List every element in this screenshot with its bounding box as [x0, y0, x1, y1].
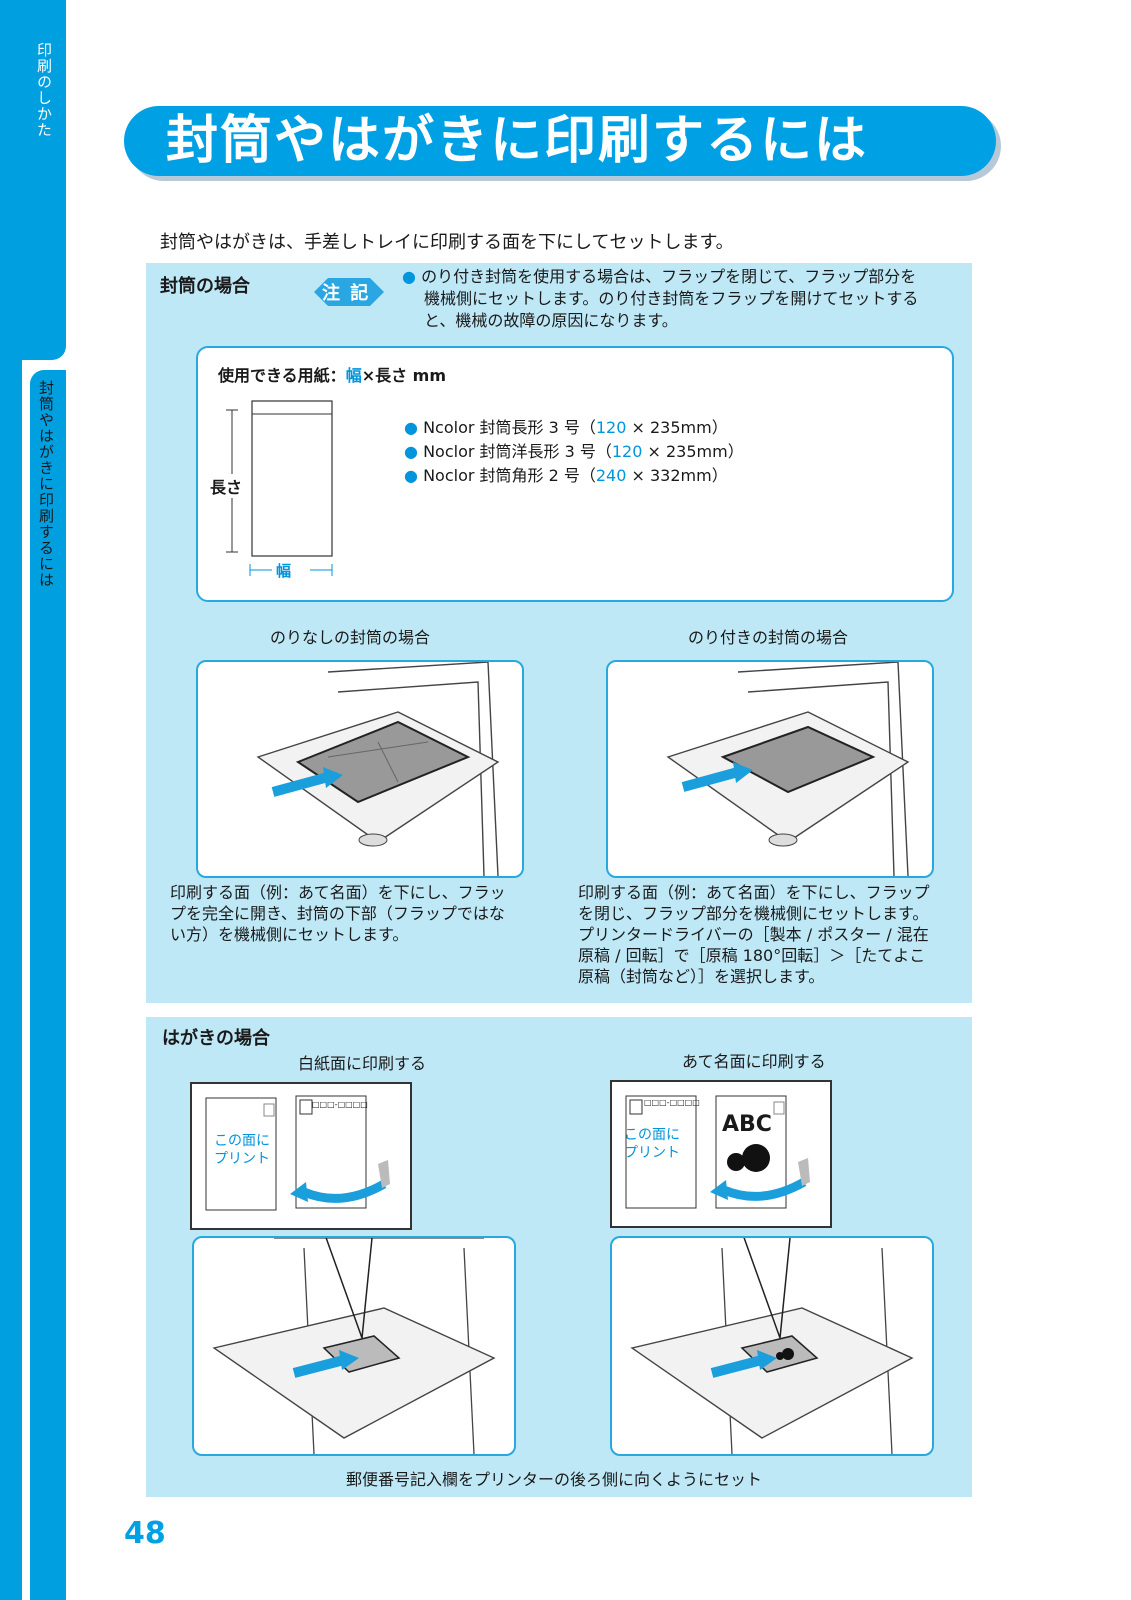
page-number: 48 [124, 1516, 166, 1551]
paper-size-title: 使用できる用紙：幅×長さ mm [218, 366, 447, 385]
postcard-heading: はがきの場合 [162, 1028, 270, 1049]
envelope-no-glue-illustration [196, 660, 524, 878]
note-badge-icon [314, 278, 384, 306]
sidebar-section-label: 印刷のしかた [35, 42, 53, 138]
printer-tray-icon [630, 1238, 914, 1454]
size-item: ● Ncolor 封筒長形 3 号（120 × 235mm） [404, 418, 728, 437]
sidebar-strip [0, 0, 22, 1600]
width-label: 幅 [276, 562, 292, 580]
print-here-label: この面にプリント [624, 1127, 680, 1161]
sidebar-topic-label: 封筒やはがきに印刷するには [37, 380, 55, 588]
postcard-flip-icon [625, 1095, 810, 1209]
page-title: 封筒やはがきに印刷するには [166, 111, 869, 171]
right-caption: のり付きの封筒の場合 [688, 628, 849, 647]
blank-side-diagram: □□□-□□□□ この面にプリント [190, 1082, 412, 1230]
note-line: のり付き封筒を使用する場合は、フラップを閉じて、フラップ部分を [421, 267, 917, 286]
left-description: 印刷する面（例：あて名面）を下にし、フラッ プを完全に開き、封筒の下部（フラップ… [170, 883, 506, 944]
title-banner [124, 106, 996, 176]
intro-text: 封筒やはがきは、手差しトレイに印刷する面を下にしてセットします。 [160, 232, 734, 253]
envelope-size-diagram [226, 400, 333, 576]
postcard-left-caption: 白紙面に印刷する [298, 1054, 427, 1073]
postcard-right-caption: あて名面に印刷する [682, 1052, 826, 1071]
sidebar-topic-tab [30, 370, 66, 1600]
printer-tray-icon [256, 662, 500, 876]
note-line: と、機械の故障の原因になります。 [424, 311, 678, 330]
postcard-address-tray-illustration [610, 1236, 934, 1456]
abc-sample: ABC [722, 1112, 772, 1137]
print-here-label: この面にプリント [214, 1133, 270, 1167]
size-item: ● Noclor 封筒洋長形 3 号（120 × 235mm） [404, 442, 744, 461]
printer-tray-icon [212, 1238, 496, 1454]
envelope-glue-illustration [606, 660, 934, 878]
postcard-flip-icon [205, 1095, 390, 1211]
note-badge-label: 注 記 [322, 283, 371, 304]
address-side-diagram: □□□-□□□□ この面にプリント ABC [610, 1080, 832, 1228]
bullet-icon: ● [402, 267, 416, 286]
right-description: 印刷する面（例：あて名面）を下にし、フラップ を閉じ、フラップ部分を機械側にセッ… [578, 883, 930, 986]
postal-code-box: □□□-□□□□ [312, 1100, 368, 1109]
printer-tray-icon [666, 662, 910, 876]
length-label: 長さ [210, 474, 243, 498]
postcard-footer-note: 郵便番号記入欄をプリンターの後ろ側に向くようにセット [346, 1470, 763, 1489]
note-text: ● のり付き封筒を使用する場合は、フラップを閉じて、フラップ部分を 機械側にセッ… [402, 266, 962, 332]
size-item: ● Noclor 封筒角形 2 号（240 × 332mm） [404, 466, 728, 485]
postcard-blank-tray-illustration [192, 1236, 516, 1456]
note-line: 機械側にセットします。のり付き封筒をフラップを開けてセットする [424, 289, 919, 308]
left-caption: のりなしの封筒の場合 [270, 628, 431, 647]
postal-code-box: □□□-□□□□ [644, 1098, 700, 1107]
paper-size-box [196, 346, 954, 602]
envelope-heading: 封筒の場合 [160, 276, 250, 297]
